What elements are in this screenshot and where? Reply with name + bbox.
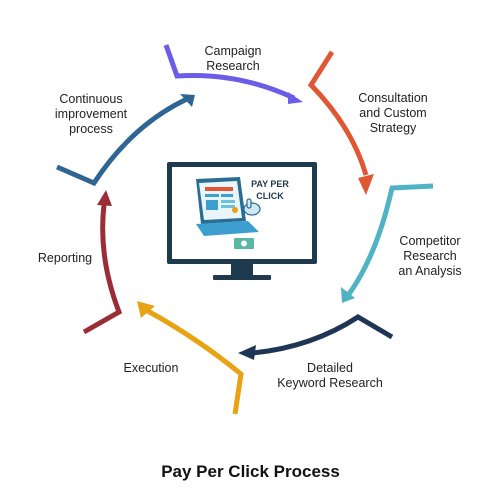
cursor-hand-icon [243,198,261,216]
cycle-arrow [82,190,123,335]
cycle-arrows [56,44,434,415]
screen-text-line1: PAY PER [251,179,289,189]
ad-line [205,194,219,197]
cycle-arrow-head [97,190,112,206]
cycle-arrow [56,94,195,187]
ad-line [221,205,235,208]
laptop-keyboard [196,221,259,236]
cycle-arrow [307,50,374,195]
ad-block [206,200,218,210]
cycle-arrow-head [137,301,155,318]
page-title: Pay Per Click Process [161,462,340,481]
cycle-arrow [341,183,434,303]
cycle-arrow-shaft [82,204,123,335]
monitor-stand [213,275,271,280]
cycle-arrow-shaft [346,183,434,296]
cycle-arrow-shaft [56,96,189,187]
monitor-neck [231,264,253,276]
cycle-arrow-head [341,287,355,303]
step-label-reporting: Reporting [37,251,93,265]
laptop-display [199,181,242,220]
cycle-arrow-shaft [252,314,394,356]
cycle-arrow-head [358,174,374,195]
cycle-arrow [137,301,244,415]
ad-banner [205,187,233,191]
laptop-icon [196,177,259,236]
cycle-arrow-head [180,94,195,107]
cycle-arrow-shaft [163,44,296,101]
cycle-arrow-shaft [307,50,369,176]
cycle-arrow-shaft [144,307,244,415]
ad-line [221,194,233,197]
cycle-arrow-head [238,345,256,360]
monitor-icon: PAY PER CLICK [167,162,317,280]
screen-text-line2: CLICK [256,191,284,201]
step-label-execution: Execution [123,361,179,375]
money-bill-icon [234,238,254,249]
cycle-arrow [163,44,303,104]
cycle-arrow-head [288,92,303,104]
cycle-arrow [238,314,394,360]
ad-line [221,200,235,203]
ad-dot [232,207,238,213]
